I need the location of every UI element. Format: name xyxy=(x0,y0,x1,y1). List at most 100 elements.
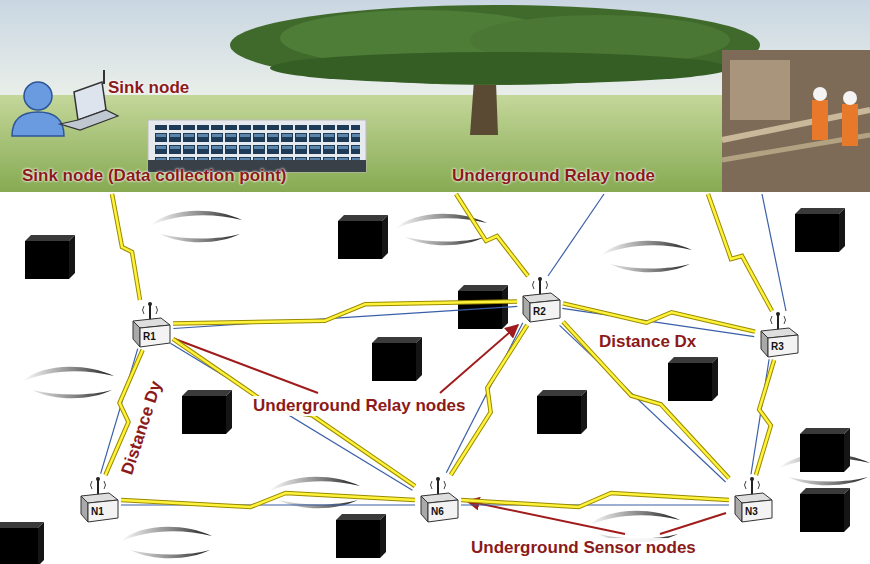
surface-link-outline xyxy=(456,194,528,276)
leader-line xyxy=(175,339,318,393)
lightning-link xyxy=(756,360,774,475)
surface-lightning-link xyxy=(708,194,772,311)
antenna xyxy=(777,314,779,331)
router-side xyxy=(735,496,742,522)
wireless-link xyxy=(121,493,415,507)
router-side xyxy=(81,496,88,522)
rock-block xyxy=(795,208,845,252)
lightning-link xyxy=(121,493,415,507)
router-icon xyxy=(127,300,173,350)
annotation-label: Underground Relay node xyxy=(452,166,655,186)
user-head xyxy=(24,82,52,110)
antenna xyxy=(149,304,151,321)
annotation-label: Sink node (Data collection point) xyxy=(22,166,286,186)
antenna xyxy=(97,479,99,496)
surface-links xyxy=(112,194,786,311)
sensor-device: N1 xyxy=(75,475,121,525)
lightning-outline xyxy=(563,303,755,331)
rock-block xyxy=(372,337,422,381)
wireless-link xyxy=(560,322,729,482)
rock-swoosh xyxy=(150,211,242,242)
router-front xyxy=(768,335,798,357)
node-id: R2 xyxy=(533,306,546,318)
surface-lightning-link xyxy=(456,194,528,276)
wireless-link xyxy=(461,493,729,507)
lightning-link xyxy=(173,301,517,323)
sensor-device: N6 xyxy=(415,475,461,525)
rock-swoosh xyxy=(22,367,114,398)
router-side xyxy=(133,321,140,347)
node-id: N3 xyxy=(745,506,758,518)
rock-block xyxy=(800,488,850,532)
antenna-tip xyxy=(776,312,780,316)
worker xyxy=(812,100,828,140)
annotation-label: Distance Dy xyxy=(117,376,168,480)
control-room-photo xyxy=(148,120,366,172)
annotation-label: Underground Relay nodes xyxy=(250,396,469,416)
lightning-link xyxy=(563,322,729,479)
antenna-tip xyxy=(148,302,152,306)
photo-frame xyxy=(722,50,870,192)
rock-block xyxy=(336,514,386,558)
antenna-tip xyxy=(538,277,542,281)
wireless-link xyxy=(751,359,774,475)
leader-line xyxy=(660,513,726,534)
link-group xyxy=(101,301,774,507)
sensor-device: R2 xyxy=(517,275,563,325)
rock-block xyxy=(25,235,75,279)
router-front xyxy=(530,300,560,322)
lightning-outline xyxy=(461,493,729,507)
worker xyxy=(842,104,858,146)
surface-link-outline xyxy=(708,194,772,311)
laptop-base xyxy=(60,110,118,130)
rock-swoosh xyxy=(600,241,692,272)
surface-link-line xyxy=(762,194,786,311)
router-icon xyxy=(755,310,801,360)
link-line xyxy=(560,325,726,482)
annotation-label: Sink node xyxy=(108,78,189,98)
lightning-outline xyxy=(173,301,517,323)
user-body xyxy=(12,112,64,136)
router-icon xyxy=(75,475,121,525)
sensor-device: N3 xyxy=(729,475,775,525)
wireless-link xyxy=(173,301,517,328)
node-id: R1 xyxy=(143,331,156,343)
router-front xyxy=(88,500,118,522)
router-front xyxy=(428,500,458,522)
surface-lightning-link xyxy=(112,194,140,300)
rock-block xyxy=(182,390,232,434)
router-icon xyxy=(729,475,775,525)
router-icon xyxy=(517,275,563,325)
rock-block xyxy=(0,522,44,564)
photo-frame xyxy=(148,120,366,172)
link-line xyxy=(170,343,412,490)
tree-canopy xyxy=(230,5,760,85)
rock-block xyxy=(668,357,718,401)
machinery xyxy=(730,60,790,120)
surface-link-line xyxy=(548,194,604,276)
node-id: R3 xyxy=(771,341,784,353)
monitor-wall xyxy=(154,125,360,161)
surface-link-outline xyxy=(112,194,140,300)
laptop-antenna xyxy=(103,70,105,84)
link-line xyxy=(173,306,517,328)
antenna xyxy=(751,479,753,496)
rocks xyxy=(0,208,850,564)
router-front xyxy=(742,500,772,522)
tree-canopy xyxy=(270,52,730,84)
annotation-label: Underground Sensor nodes xyxy=(468,538,699,558)
rock-block xyxy=(537,390,587,434)
sensor-device: R1 xyxy=(127,300,173,350)
node-id: N6 xyxy=(431,506,444,518)
rock-block xyxy=(338,215,388,259)
lightning-link xyxy=(461,493,729,507)
tree xyxy=(230,5,760,135)
rock-swoosh xyxy=(120,527,212,558)
router-icon xyxy=(415,475,461,525)
user-icon xyxy=(12,82,64,136)
router-side xyxy=(421,496,428,522)
helmet xyxy=(813,87,827,101)
antenna xyxy=(539,279,541,296)
